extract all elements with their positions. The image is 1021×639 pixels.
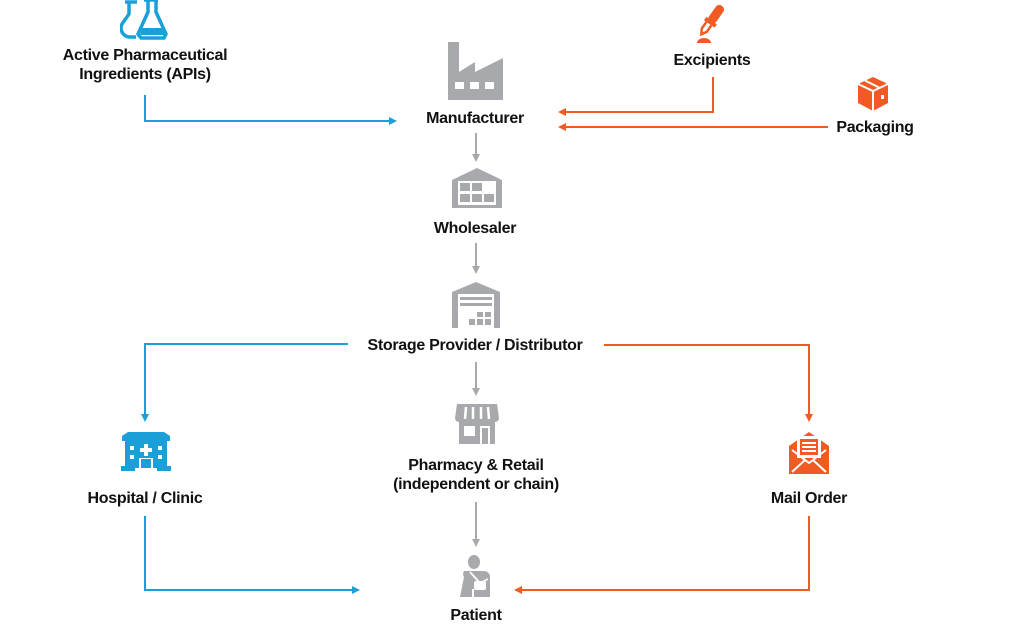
- node-manufacturer-label: Manufacturer: [426, 110, 524, 127]
- node-storage-label: Storage Provider / Distributor: [367, 337, 583, 354]
- flow-excipients-to-manufacturer: [558, 77, 714, 116]
- node-hospital-label: Hospital / Clinic: [87, 490, 203, 507]
- storage-building-icon: [452, 282, 500, 328]
- flow-hospital-to-patient: [144, 516, 360, 594]
- flow-apis-to-manufacturer: [144, 95, 397, 125]
- node-patient-label: Patient: [450, 607, 502, 624]
- node-excipients-label: Excipients: [673, 52, 751, 69]
- storefront-icon: [455, 404, 499, 444]
- node-pharmacy-label-line2: (independent or chain): [393, 476, 559, 493]
- node-apis-label-line1: Active Pharmaceutical: [62, 47, 228, 64]
- node-pharmacy-label-line1: Pharmacy & Retail: [408, 457, 544, 474]
- factory-icon: [448, 42, 503, 100]
- node-apis-label-line2: Ingredients (APIs): [79, 66, 211, 83]
- envelope-icon: [789, 432, 829, 474]
- dropper-icon: [697, 4, 724, 43]
- hospital-icon: [121, 432, 171, 471]
- flow-storage-to-hospital: [141, 343, 348, 422]
- node-wholesaler-label: Wholesaler: [433, 220, 517, 237]
- patient-icon: [460, 555, 490, 597]
- flow-mail-to-patient: [514, 516, 810, 594]
- flasks-icon: [120, 0, 168, 40]
- flow-storage-to-mail: [604, 344, 813, 422]
- node-packaging-label: Packaging: [836, 119, 914, 136]
- box-icon: [857, 77, 889, 111]
- node-mail-order-label: Mail Order: [770, 490, 848, 507]
- warehouse-icon: [452, 168, 502, 208]
